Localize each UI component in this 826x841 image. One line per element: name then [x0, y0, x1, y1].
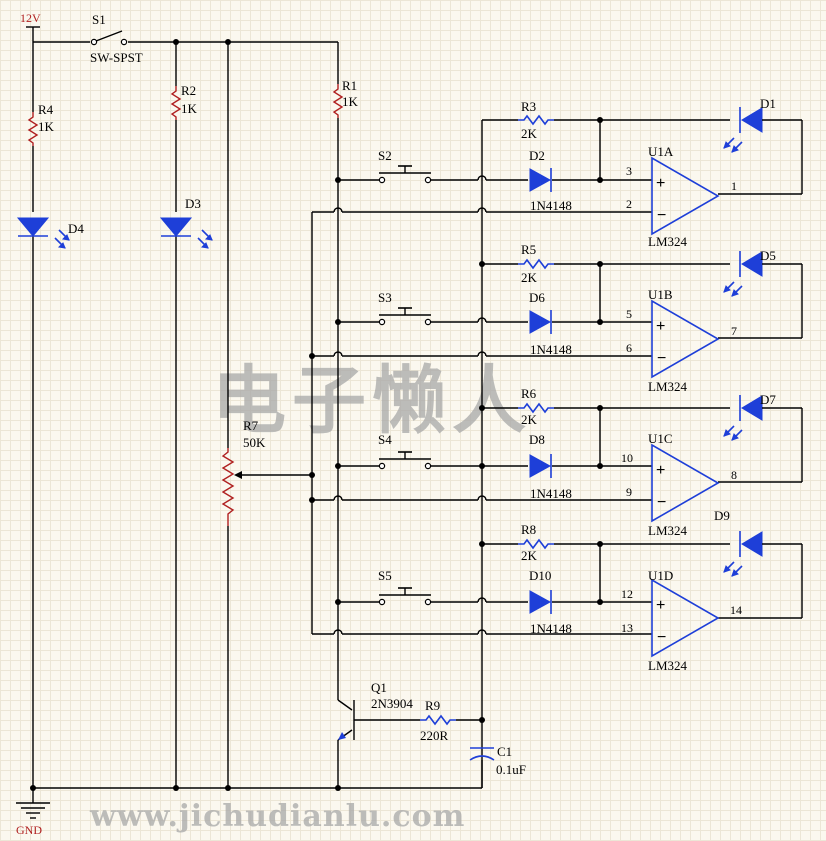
r3-ref: R3	[521, 99, 536, 114]
led-d7-ref: D7	[760, 392, 776, 407]
r2-ref: R2	[181, 83, 196, 98]
button-s5-label: S5	[378, 568, 392, 583]
branch-r2-d3	[160, 42, 213, 788]
opamp-u1b-ref: U1B	[648, 287, 673, 302]
ground-label: GND	[16, 823, 42, 837]
supply-label: 12V	[20, 11, 41, 25]
switch-s1-value: SW-SPST	[90, 50, 143, 65]
pin-3: 3	[626, 164, 632, 178]
r4-ref: R4	[38, 102, 54, 117]
channel-3	[312, 394, 803, 522]
r3-value: 2K	[521, 126, 538, 141]
pin-10: 10	[621, 451, 633, 465]
diode-d8-ref: D8	[529, 432, 545, 447]
transistor-q1	[337, 690, 420, 788]
potentiometer-r7	[221, 42, 312, 788]
pin-8: 8	[731, 468, 737, 482]
junction-dots	[30, 39, 603, 791]
led-d9-ref: D9	[714, 508, 730, 523]
diode-d2-ref: D2	[529, 148, 545, 163]
c1-value: 0.1uF	[496, 762, 526, 777]
q1-ref: Q1	[371, 680, 387, 695]
r6-ref: R6	[521, 386, 537, 401]
r8-ref: R8	[521, 522, 536, 537]
r5-value: 2K	[521, 270, 538, 285]
branch-r4-d4	[17, 42, 70, 788]
pin-14: 14	[730, 603, 742, 617]
capacitor-c1	[469, 747, 495, 788]
d3-ref: D3	[185, 196, 201, 211]
diode-d10-ref: D10	[529, 568, 551, 583]
led-d1-ref: D1	[760, 96, 776, 111]
switch-s1-ref: S1	[92, 12, 106, 27]
channel-2	[312, 250, 803, 378]
pin-2: 2	[626, 197, 632, 211]
r6-value: 2K	[521, 412, 538, 427]
button-s4-label: S4	[378, 432, 392, 447]
diode-d6-ref: D6	[529, 290, 545, 305]
c1-ref: C1	[497, 744, 512, 759]
d4-ref: D4	[68, 221, 84, 236]
pin-12: 12	[621, 587, 633, 601]
diode-d10-value: 1N4148	[530, 621, 572, 636]
diode-d2-value: 1N4148	[530, 198, 572, 213]
button-s2-label: S2	[378, 148, 392, 163]
channel-1	[312, 106, 803, 235]
pin-5: 5	[626, 307, 632, 321]
q1-value: 2N3904	[371, 696, 413, 711]
opamp-u1c-ref: U1C	[648, 431, 673, 446]
switch-s1	[90, 30, 128, 46]
pin-13: 13	[621, 621, 633, 635]
opamp-u1a-part: LM324	[648, 234, 688, 249]
r8-value: 2K	[521, 548, 538, 563]
resistor-r9	[419, 715, 482, 725]
watermark-chinese: 电子懒人	[212, 358, 532, 444]
opamp-u1b-part: LM324	[648, 379, 688, 394]
diode-d8-value: 1N4148	[530, 486, 572, 501]
r9-value: 220R	[420, 728, 449, 743]
r7-ref: R7	[243, 418, 259, 433]
channel-4	[312, 530, 803, 657]
watermark-url: www.jichudianlu.com	[89, 799, 465, 834]
opamp-u1d-part: LM324	[648, 658, 688, 673]
pin-6: 6	[626, 341, 632, 355]
diode-d6-value: 1N4148	[530, 342, 572, 357]
r4-value: 1K	[38, 119, 55, 134]
pin-1: 1	[731, 179, 737, 193]
r9-ref: R9	[425, 698, 440, 713]
led-d5-ref: D5	[760, 248, 776, 263]
r5-ref: R5	[521, 242, 536, 257]
branch-r1	[333, 42, 343, 690]
button-s3-label: S3	[378, 290, 392, 305]
r2-value: 1K	[181, 101, 198, 116]
r1-ref: R1	[342, 78, 357, 93]
r1-value: 1K	[342, 94, 359, 109]
opamp-u1c-part: LM324	[648, 523, 688, 538]
opamp-u1a-ref: U1A	[648, 144, 674, 159]
pin-7: 7	[731, 324, 737, 338]
pin-9: 9	[626, 485, 632, 499]
r7-value: 50K	[243, 435, 266, 450]
opamp-u1d-ref: U1D	[648, 568, 673, 583]
